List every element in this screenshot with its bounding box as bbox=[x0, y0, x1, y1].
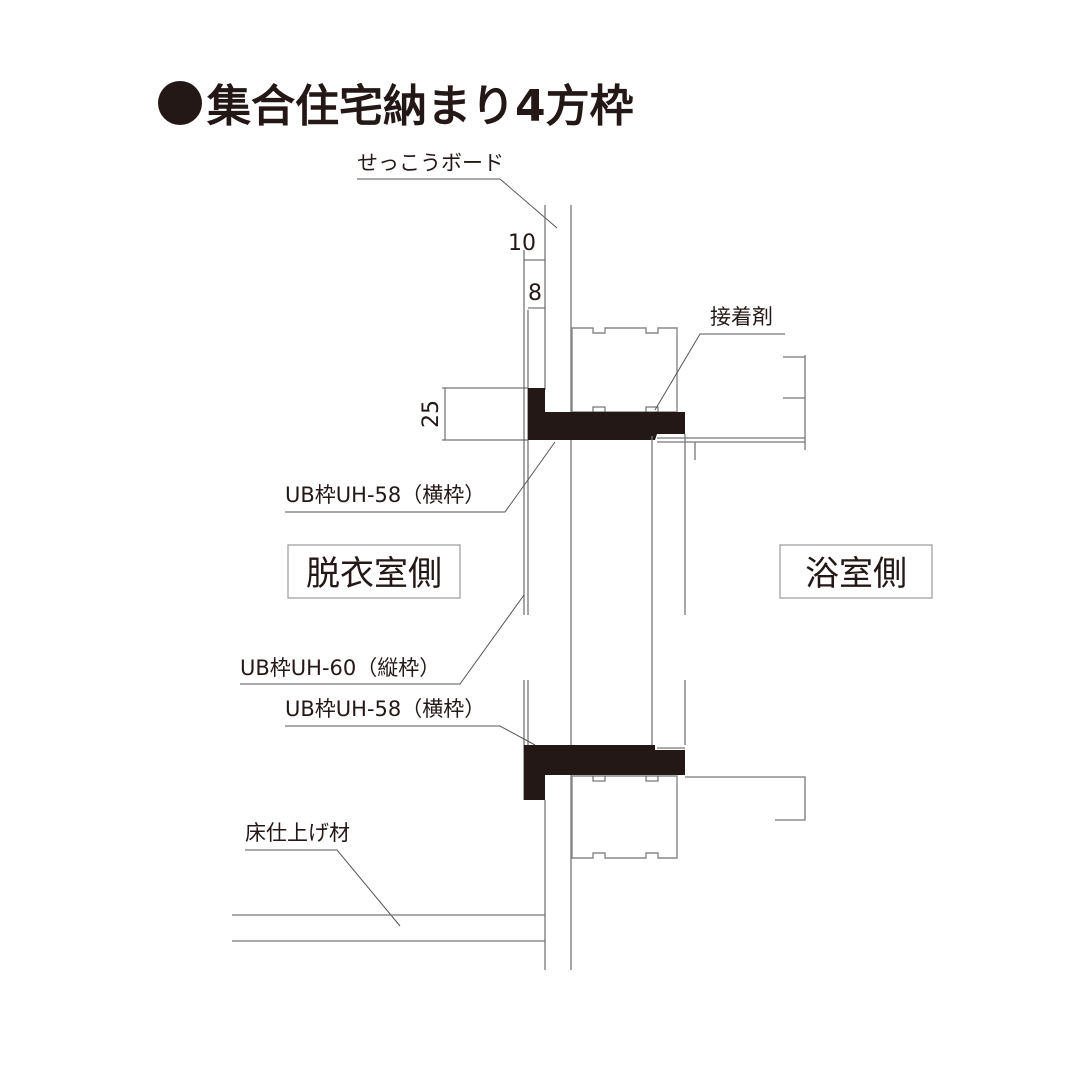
ub-frame-profile bbox=[571, 775, 678, 859]
label-floor-finish: 床仕上げ材 bbox=[245, 821, 350, 845]
label-adhesive: 接着剤 bbox=[710, 305, 773, 329]
profile-notch bbox=[592, 406, 659, 412]
dimension-8: 8 bbox=[528, 281, 542, 306]
bath-floor-profile bbox=[685, 776, 806, 821]
horizontal-frame-bottom bbox=[524, 745, 685, 800]
title-bullet-icon bbox=[158, 81, 202, 125]
leader-frame-vertical bbox=[240, 594, 525, 685]
label-frame-top: UB枠UH-58（横枠） bbox=[285, 483, 485, 507]
room-label-bathroom: 浴室側 bbox=[805, 554, 907, 594]
label-frame-bottom: UB枠UH-58（横枠） bbox=[285, 697, 485, 721]
room-box-right bbox=[779, 544, 933, 599]
horizontal-frame-top bbox=[528, 388, 685, 440]
room-box-left bbox=[287, 544, 461, 599]
room-label-dressing: 脱衣室側 bbox=[306, 554, 442, 594]
leader-frame-bottom bbox=[285, 725, 536, 746]
label-frame-vertical: UB枠UH-60（縦枠） bbox=[240, 656, 440, 680]
bath-ceiling-profile bbox=[657, 355, 806, 460]
leader-floor-finish bbox=[245, 849, 401, 927]
leader-frame-top bbox=[285, 441, 556, 513]
dimension-10: 10 bbox=[508, 231, 536, 256]
page-title: 集合住宅納まり4方枠 bbox=[206, 81, 634, 132]
profile-notch bbox=[592, 776, 659, 782]
leader-adhesive bbox=[654, 333, 785, 411]
ub-frame-profile bbox=[571, 327, 678, 413]
label-gypsum-board: せっこうボード bbox=[357, 151, 504, 175]
leader-gypsum-board bbox=[357, 178, 558, 229]
dimension-25: 25 bbox=[419, 400, 444, 428]
